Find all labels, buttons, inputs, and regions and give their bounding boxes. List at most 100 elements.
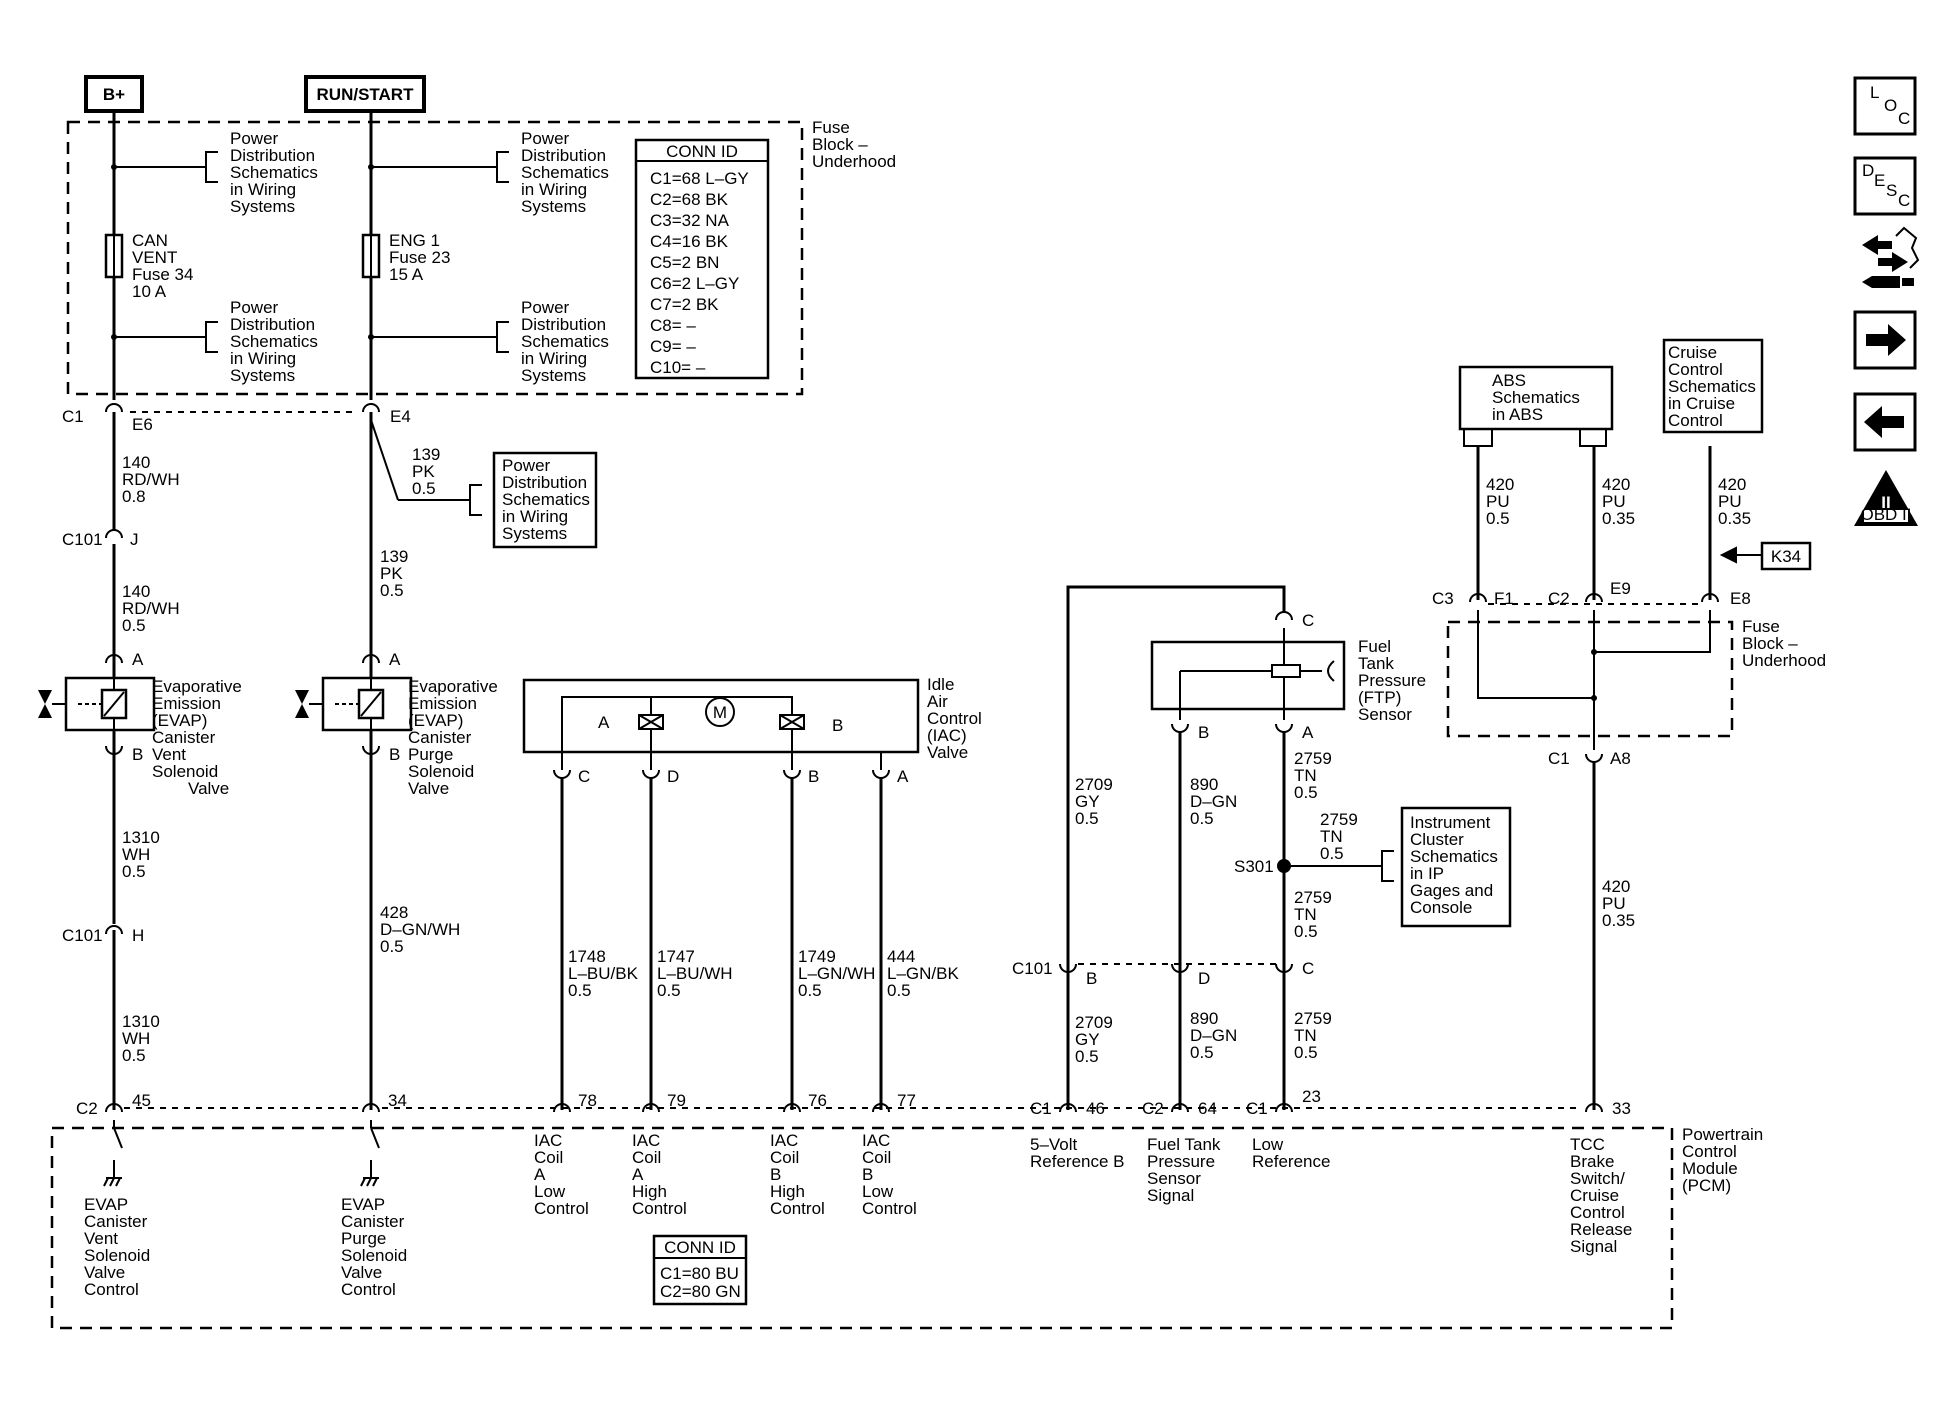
connector-c101-ftp[interactable]: C101 B D C [1012, 959, 1314, 988]
pd-ref-vent-bottom[interactable]: Power Distribution Schematics in Wiring … [111, 298, 318, 385]
pcm-pin-76[interactable]: 76 [783, 1091, 827, 1113]
purge-pd-wire-label: 139 PK 0.5 [412, 445, 440, 498]
pcm-pin-79[interactable]: 79 [642, 1091, 686, 1113]
iac-pin-a[interactable] [872, 769, 890, 779]
wire-gauge: 0.5 [122, 1046, 146, 1065]
evap-purge-solenoid[interactable]: A B Evaporative Emission (EVAP) Canister… [295, 650, 498, 798]
ftp-pin-a[interactable]: A [1275, 723, 1314, 742]
wire-gauge: 0.5 [380, 937, 404, 956]
wire-circuit: 890 [1190, 775, 1218, 794]
conn-id-row: C9= – [650, 337, 696, 356]
fuse-block-label: Block – [1742, 634, 1798, 653]
ref-line: Gages and [1410, 881, 1493, 900]
fuse-block-label-2: Block – [812, 135, 868, 154]
connector-e4[interactable]: E4 [362, 403, 411, 426]
pcm-pin-34[interactable]: 34 [362, 1091, 407, 1113]
component-label: (EVAP) [408, 711, 463, 730]
wire-circuit: 1749 [798, 947, 836, 966]
pd-ref-line: Systems [230, 366, 295, 385]
pcm-pin-77[interactable]: 77 [872, 1091, 916, 1113]
ref-line: Cluster [1410, 830, 1464, 849]
ftp-sensor[interactable]: Fuel Tank Pressure (FTP) Sensor [1150, 628, 1426, 724]
fuse-23-line: 15 A [389, 265, 424, 284]
obd-text: OBD II [1860, 505, 1911, 524]
abs-ref[interactable]: ABS Schematics in ABS [1458, 365, 1614, 431]
signal-evap-purge: EVAP Canister Purge Solenoid Valve Contr… [341, 1195, 407, 1299]
pd-ref-vent-top[interactable]: Power Distribution Schematics in Wiring … [111, 129, 318, 216]
wire-circuit: 2759 [1294, 888, 1332, 907]
loc-icon[interactable]: L O C [1853, 76, 1917, 136]
signal-label: Solenoid [84, 1246, 150, 1265]
conn-id-title: CONN ID [664, 1238, 736, 1257]
pcm-pin-c1-23[interactable]: C1 23 [1246, 1087, 1321, 1118]
pcm-pin-78[interactable]: 78 [553, 1091, 597, 1113]
iac-pin-c[interactable] [553, 769, 571, 779]
iac-wire-1747: 1747 L–BU/WH 0.5 [657, 947, 733, 1000]
ftp-pin-c[interactable]: C [1275, 611, 1314, 630]
component-label: Valve [927, 743, 968, 762]
ipc-ref[interactable]: Instrument Cluster Schematics in IP Gage… [1400, 806, 1512, 928]
pd-ref-purge-bottom[interactable]: Power Distribution Schematics in Wiring … [368, 298, 609, 385]
pcm-label: (PCM) [1682, 1176, 1731, 1195]
pd-ref-line: in Wiring [502, 507, 568, 526]
connector-e8[interactable]: E8 [1701, 589, 1751, 608]
connector-c3-f1[interactable]: C3 F1 [1432, 589, 1514, 608]
next-arrow-icon[interactable] [1853, 310, 1917, 370]
connector-c1-e6[interactable]: C1 E6 [62, 403, 153, 434]
pcm-pin-c1-46[interactable]: C1 46 [1030, 1099, 1105, 1118]
component-label: Evaporative [408, 677, 498, 696]
connector-name: C2 [1142, 1099, 1164, 1118]
pin-label: B [808, 767, 819, 786]
pd-ref-line: Distribution [230, 315, 315, 334]
desc-icon[interactable]: D E S C [1853, 156, 1917, 216]
wire-circuit: 420 [1602, 475, 1630, 494]
valve-icon [295, 690, 309, 704]
connector-pin: H [132, 926, 144, 945]
purge-wire-2-label: 428 D–GN/WH 0.5 [380, 903, 460, 956]
wire-circuit: 2709 [1075, 775, 1113, 794]
pcm-module[interactable]: Powertrain Control Module (PCM) [50, 1125, 1763, 1330]
pcm-pin-c2-45[interactable]: C2 45 [76, 1091, 151, 1118]
pd-ref-purge-top[interactable]: Power Distribution Schematics in Wiring … [368, 129, 609, 216]
wire-circuit: 1747 [657, 947, 695, 966]
pin-label: A [897, 767, 909, 786]
k34-pointer[interactable]: K34 [1719, 541, 1812, 571]
obd-ii-icon[interactable]: II OBD II [1854, 470, 1918, 526]
connector-c1-a8[interactable]: C1 A8 [1548, 749, 1631, 768]
pcm-pin-c2-64[interactable]: C2 64 [1142, 1099, 1217, 1118]
wire-gauge: 0.35 [1602, 509, 1635, 528]
pcm-pin-33[interactable]: 33 [1585, 1099, 1631, 1118]
signal-label: Brake [1570, 1152, 1614, 1171]
signal-label: B [862, 1165, 873, 1184]
signal-ftp: Fuel Tank Pressure Sensor Signal [1147, 1135, 1221, 1205]
wire-color: WH [122, 1029, 150, 1048]
iac-pin-b[interactable] [783, 769, 801, 779]
pd-ref-line: in Wiring [230, 180, 296, 199]
tcc-wire-b-label: 420 PU 0.35 [1602, 475, 1635, 528]
wire-color: GY [1075, 1030, 1100, 1049]
evap-vent-solenoid[interactable]: A B Evaporative Emission (EVAP) Canister… [38, 650, 242, 798]
component-label: Valve [188, 779, 229, 798]
ftp-pin-b[interactable]: B [1171, 723, 1209, 742]
pd-ref-purge-side[interactable]: Power Distribution Schematics in Wiring … [492, 451, 598, 549]
signal-label: IAC [534, 1131, 562, 1150]
iac-pin-d[interactable] [642, 769, 660, 779]
wire-circuit: 1310 [122, 1012, 160, 1031]
bplus-source: B+ [84, 75, 144, 113]
back-arrow-icon[interactable] [1853, 392, 1917, 452]
wire-circuit: 2759 [1294, 749, 1332, 768]
connector-view-icon[interactable] [1862, 226, 1920, 288]
connector-name: C1 [1548, 749, 1570, 768]
ref-line: Schematics [1668, 377, 1756, 396]
splice-s301[interactable]: S301 [1234, 857, 1291, 876]
pin-label: A [1302, 723, 1314, 742]
connector-c101-j[interactable]: C101 J [62, 529, 139, 549]
iac-valve[interactable]: Idle Air Control (IAC) Valve A B M [522, 675, 982, 770]
cruise-control-ref[interactable]: Cruise Control Schematics in Cruise Cont… [1662, 338, 1764, 434]
signal-label: High [632, 1182, 667, 1201]
connector-pin: J [130, 530, 139, 549]
connector-pin: 33 [1612, 1099, 1631, 1118]
connector-c2-e9[interactable]: C2 E9 [1548, 579, 1631, 608]
connector-c101-h[interactable]: C101 H [62, 924, 144, 946]
pd-ref-line: in Wiring [521, 349, 587, 368]
